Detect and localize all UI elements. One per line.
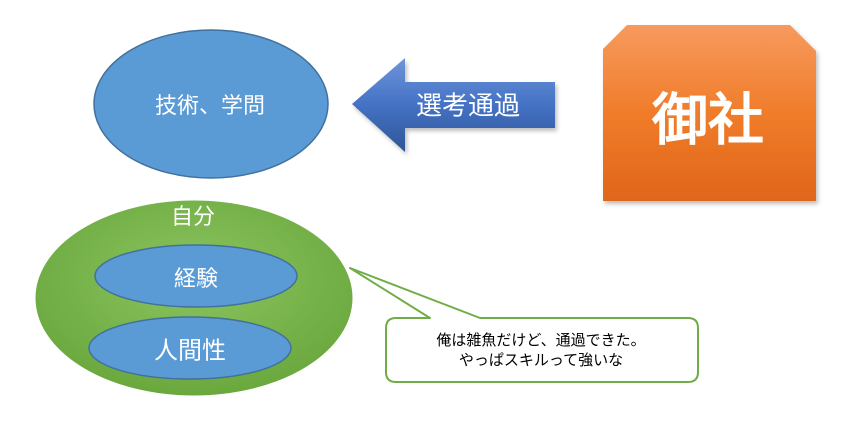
skills-ellipse	[93, 29, 329, 179]
pass-arrow	[352, 58, 555, 152]
arrow-label: 選考通過	[415, 91, 521, 122]
humanity-ellipse	[88, 316, 292, 380]
speech-callout	[349, 267, 699, 383]
skills-label: 技術、学問	[154, 94, 266, 119]
experience-label: 経験	[173, 267, 219, 292]
callout-line-1: 俺は雑魚だけど、通過できた。	[436, 331, 646, 349]
humanity-label: 人間性	[154, 336, 226, 365]
callout-line-2: やっぱスキルって強いな	[458, 351, 624, 369]
company-label: 御社	[652, 88, 764, 154]
experience-ellipse	[94, 244, 298, 308]
company-block	[603, 25, 816, 201]
self-label: 自分	[170, 205, 216, 230]
callout-text: 俺は雑魚だけど、通過できた。 やっぱスキルって強いな	[384, 318, 698, 382]
